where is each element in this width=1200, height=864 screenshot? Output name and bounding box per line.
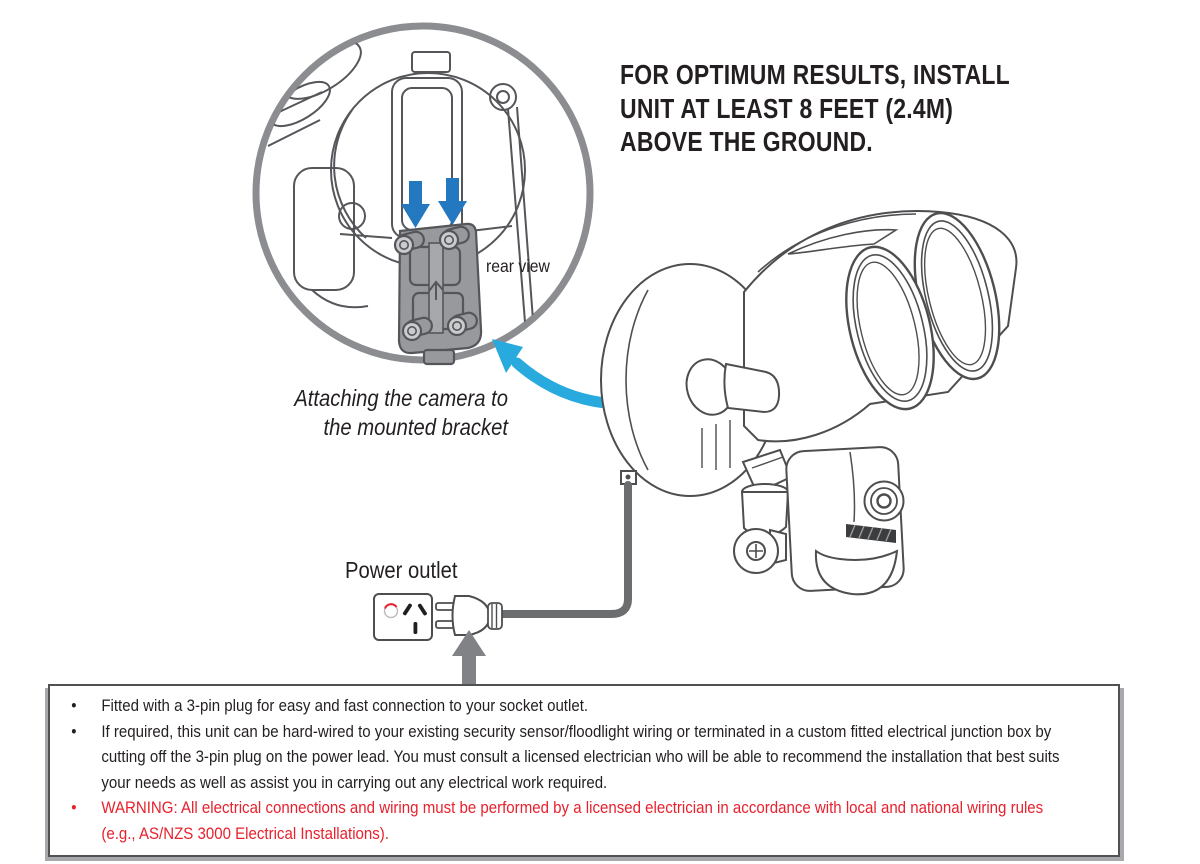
outlet-slot [413,622,418,634]
note-text: If required, this unit can be hard-wired… [101,721,1060,792]
pir-dome [814,549,899,596]
bullet-icon: • [71,798,77,817]
note-text: Fitted with a 3-pin plug for easy and fa… [101,696,589,715]
callout-arrow [492,339,623,410]
power-outlet-label: Power outlet [345,557,458,583]
power-plug [435,595,503,636]
down-arrow-icon [401,181,430,228]
rear-view-label: rear view [486,256,550,276]
camera-module [785,446,905,596]
flood-lamp-right [913,211,1001,381]
note-item: • Fitted with a 3-pin plug for easy and … [64,693,1080,719]
install-height-note: FOR OPTIMUM RESULTS, INSTALL UNIT AT LEA… [620,58,1010,159]
inset-caption-line: Attaching the camera to [294,385,508,411]
hinge-cylinder [723,362,781,414]
warning-text: WARNING: All electrical connections and … [101,798,1044,843]
outlet-plate [373,593,433,641]
plug-body [451,595,492,636]
flood-lamp-left [845,245,935,411]
note-item: • If required, this unit can be hard-wir… [64,719,1080,796]
mounting-bracket-illustration [393,222,483,366]
inset-caption: Attaching the camera to the mounted brac… [288,384,508,442]
note-item-warning: • WARNING: All electrical connections an… [64,795,1080,846]
rear-view-inset [252,22,594,366]
inset-caption-line: the mounted bracket [323,414,508,440]
install-height-note-line: FOR OPTIMUM RESULTS, INSTALL [620,59,1010,90]
bullet-icon: • [71,721,77,741]
outlet-slot [402,603,412,616]
plug-pointer-arrow [452,630,486,686]
notes-box: • Fitted with a 3-pin plug for easy and … [48,684,1120,857]
install-height-note-line: ABOVE THE GROUND. [620,126,873,157]
floodlight-camera-illustration [600,210,1018,596]
up-arrow-glyph [428,280,444,300]
power-cable [498,481,632,618]
plug-ribs [487,602,503,630]
bullet-icon: • [71,696,77,715]
notes-list: • Fitted with a 3-pin plug for easy and … [50,686,1080,855]
install-height-note-line: UNIT AT LEAST 8 FEET (2.4M) [620,92,954,124]
down-arrow-icon [438,178,467,225]
power-outlet-illustration [373,593,433,641]
attach-direction-arrows [401,178,467,228]
outlet-slot [417,603,427,616]
